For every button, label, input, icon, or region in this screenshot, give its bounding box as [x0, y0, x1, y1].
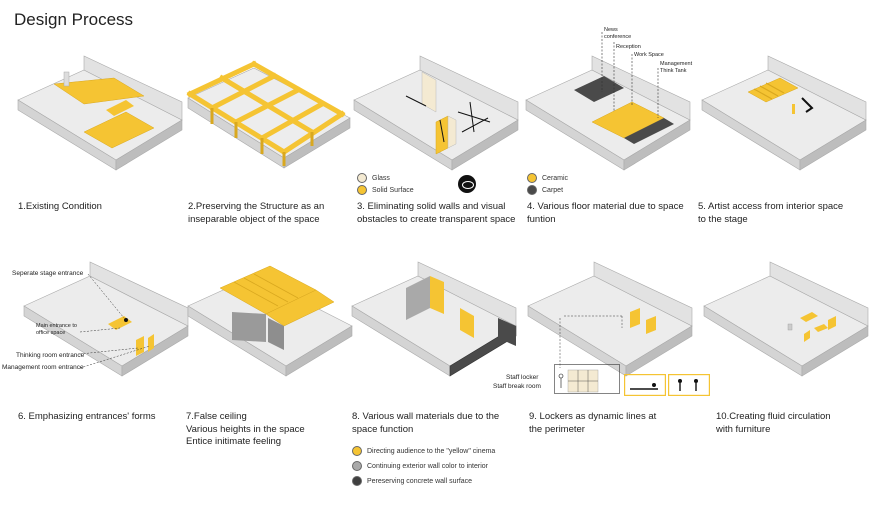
label-work-space: Work Space: [634, 52, 664, 58]
legend-glass-label: Glass: [372, 174, 390, 182]
step-7-caption: 7.False ceiling Various heights in the s…: [186, 411, 305, 447]
step-3-caption: 3. Eliminating solid walls and visual ob…: [357, 201, 516, 225]
diagram-entrances: [20, 261, 192, 393]
label-management-think-tank: Management Think Tank: [660, 61, 693, 74]
label-main-entrance: Main entrance to office space: [36, 323, 77, 336]
solid-surface-swatch-icon: [357, 185, 367, 195]
step-1-caption: 1.Existing Condition: [18, 201, 102, 212]
legend-concrete-wall-label: Pereserving concrete wall surface: [367, 477, 473, 485]
step-10-caption: 10.Creating fluid circulation with furni…: [716, 411, 831, 435]
legend-solid-surface-label: Solid Surface: [372, 186, 414, 194]
legend-carpet-label: Carpet: [542, 186, 564, 194]
yellow-swatch-icon: [352, 446, 362, 456]
step-6-caption: 6. Emphasizing entrances' forms: [18, 411, 156, 422]
break-room-sketch-2: [668, 374, 710, 396]
ceramic-swatch-icon: [527, 173, 537, 183]
diagram-circulation: [700, 261, 872, 393]
label-reception: Reception: [616, 44, 641, 50]
label-staff-locker: Staff locker: [506, 374, 539, 381]
locker-elevation-sketch: [554, 364, 620, 394]
label-separate-stage-entrance: Seperate stage entrance: [12, 270, 84, 277]
label-news-conference: News conference: [604, 27, 632, 40]
diagram-transparent-space: [350, 55, 522, 187]
legend-solid-surface: Solid Surface: [357, 185, 414, 195]
step-8-caption: 8. Various wall materials due to the spa…: [352, 411, 500, 435]
grey-swatch-icon: [352, 461, 362, 471]
diagram-wall-materials: [348, 261, 520, 393]
carpet-swatch-icon: [527, 185, 537, 195]
step-9-caption: 9. Lockers as dynamic lines at the perim…: [529, 411, 657, 435]
glass-swatch-icon: [357, 173, 367, 183]
diagram-artist-access: [698, 55, 870, 187]
label-thinking-room-entrance: Thinking room entrance: [16, 352, 85, 359]
step-5-caption: 5. Artist access from interior space to …: [698, 201, 844, 225]
step-4-caption: 4. Various floor material due to space f…: [527, 201, 684, 225]
page-title: Design Process: [14, 10, 134, 29]
legend-ceramic-label: Ceramic: [542, 174, 569, 182]
diagram-structure: [182, 58, 354, 183]
legend-carpet: Carpet: [527, 185, 563, 195]
legend-exterior-wall: Continuing exterior wall color to interi…: [352, 461, 488, 471]
legend-concrete-wall: Pereserving concrete wall surface: [352, 476, 472, 486]
eye-icon: [458, 175, 476, 193]
label-staff-break-room: Staff break room: [493, 383, 541, 390]
dark-swatch-icon: [352, 476, 362, 486]
legend-glass: Glass: [357, 173, 390, 183]
legend-yellow-cinema: Directing audience to the "yellow" cinem…: [352, 446, 495, 456]
diagram-lockers: [524, 261, 696, 393]
label-management-room-entrance: Management room entrance: [2, 364, 84, 371]
legend-exterior-wall-label: Continuing exterior wall color to interi…: [367, 462, 488, 470]
diagram-existing-condition: [14, 55, 186, 187]
step-2-caption: 2.Preserving the Structure as an insepar…: [188, 201, 325, 225]
diagram-floor-material: [522, 32, 694, 187]
legend-ceramic: Ceramic: [527, 173, 568, 183]
legend-yellow-cinema-label: Directing audience to the "yellow" cinem…: [367, 447, 496, 455]
break-room-sketch-1: [624, 374, 666, 396]
diagram-false-ceiling: [184, 265, 356, 393]
